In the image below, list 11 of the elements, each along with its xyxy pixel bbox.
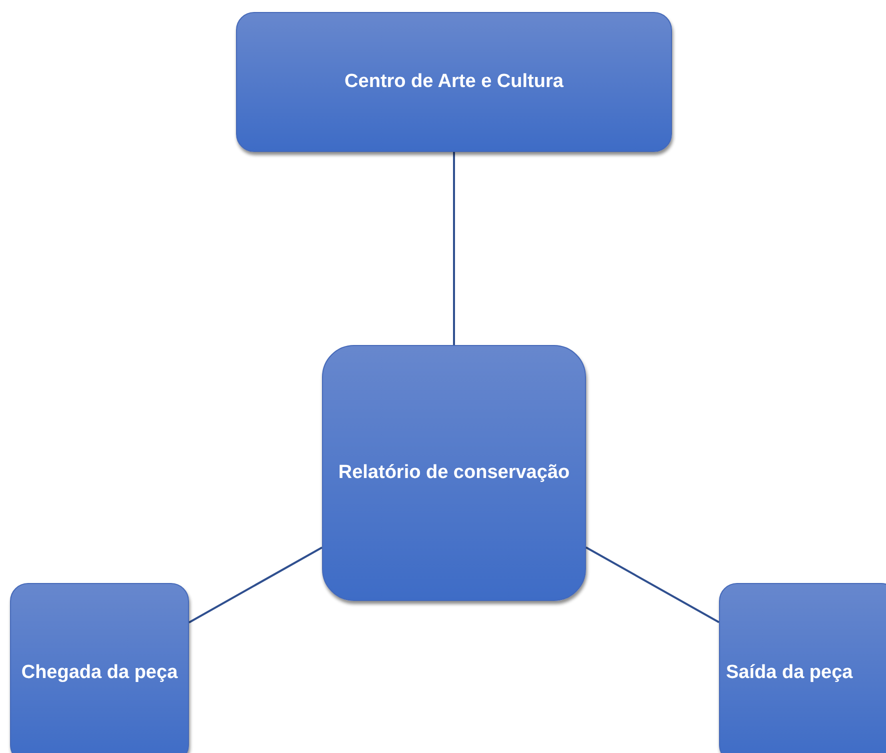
node-label: Saída da peça [725, 660, 854, 685]
node-label: Chegada da peça [20, 660, 179, 685]
connector-line [188, 546, 322, 624]
rounded-box [10, 583, 189, 753]
rounded-box [236, 12, 672, 152]
rounded-box [719, 583, 886, 753]
node-label: Relatório de conservação [337, 460, 571, 485]
rounded-box [322, 345, 586, 601]
connector-line [586, 546, 720, 624]
connector-line [453, 152, 455, 345]
node-label: Centro de Arte e Cultura [344, 70, 564, 94]
